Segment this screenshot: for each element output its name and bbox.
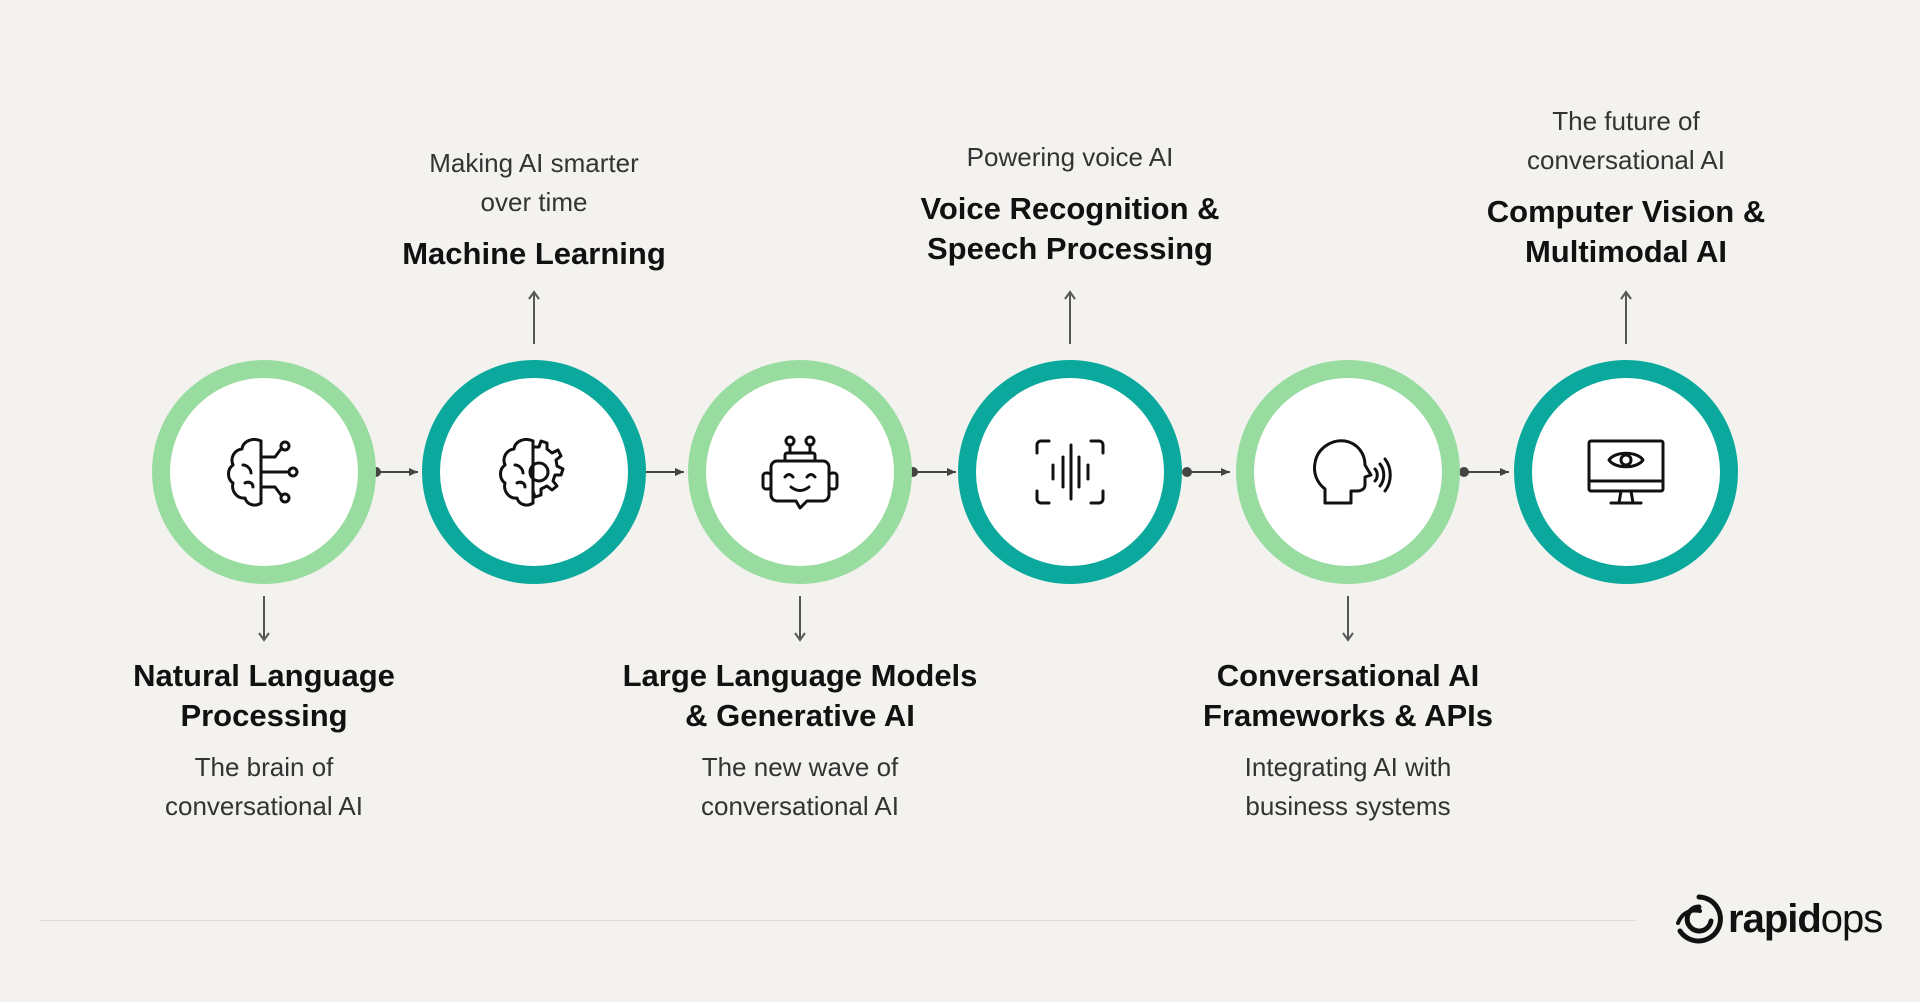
step-5-title: Conversational AI Frameworks & APIs xyxy=(1202,658,1494,733)
step-1-title: Natural Language Processing xyxy=(133,658,395,733)
step-6-label: The future of conversational AI Computer… xyxy=(1416,102,1836,272)
step-4-circle xyxy=(958,360,1182,584)
step-5-circle xyxy=(1236,360,1460,584)
step-2-circle xyxy=(422,360,646,584)
step-4-label: Powering voice AI Voice Recognition & Sp… xyxy=(860,138,1280,269)
step-5-subtitle: Integrating AI with business systems xyxy=(1244,752,1452,821)
step-1-circle xyxy=(152,360,376,584)
step-6-circle xyxy=(1514,360,1738,584)
connector-dot xyxy=(1459,467,1469,477)
step-4-subtitle: Powering voice AI xyxy=(966,142,1174,172)
speaking-head-icon xyxy=(1313,439,1392,505)
brand-logo: rapidops xyxy=(1674,893,1883,945)
brand-mark-icon xyxy=(1676,894,1723,944)
voice-waveform-icon xyxy=(1035,439,1105,505)
step-4-title: Voice Recognition & Speech Processing xyxy=(920,191,1220,266)
step-2-label: Making AI smarter over time Machine Lear… xyxy=(324,144,744,274)
brain-gear-icon xyxy=(499,437,565,507)
step-1-label: Natural Language Processing The brain of… xyxy=(54,656,474,826)
footer-divider xyxy=(40,920,1636,921)
step-3-title: Large Language Models & Generative AI xyxy=(622,658,978,733)
robot-icon xyxy=(761,435,839,510)
step-2-title: Machine Learning xyxy=(402,236,666,271)
brain-circuit-icon xyxy=(227,437,299,507)
connector-dot xyxy=(1182,467,1192,477)
step-2-subtitle: Making AI smarter over time xyxy=(429,148,639,217)
step-5-label: Conversational AI Frameworks & APIs Inte… xyxy=(1138,656,1558,826)
step-3-subtitle: The new wave of conversational AI xyxy=(700,752,899,821)
monitor-eye-icon xyxy=(1587,439,1665,505)
step-3-circle xyxy=(688,360,912,584)
step-6-title: Computer Vision & Multimodal AI xyxy=(1486,194,1766,269)
step-6-subtitle: The future of conversational AI xyxy=(1526,106,1725,175)
brand-wordmark: rapidops xyxy=(1728,893,1883,945)
brand-wordmark-bold: rapid xyxy=(1728,897,1822,941)
brand-wordmark-light: ops xyxy=(1820,897,1883,941)
step-3-label: Large Language Models & Generative AI Th… xyxy=(590,656,1010,826)
step-1-subtitle: The brain of conversational AI xyxy=(164,752,363,821)
